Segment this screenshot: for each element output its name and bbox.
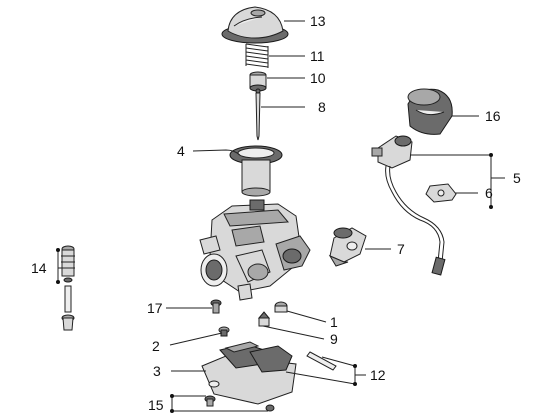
part-needle <box>255 88 261 141</box>
part-screws-15 <box>204 395 275 412</box>
part-screw-17 <box>210 299 222 314</box>
part-choke-valve <box>328 227 367 267</box>
part-small-jet <box>218 326 230 337</box>
part-float-pin <box>306 351 337 371</box>
callout-12: 12 <box>370 367 386 383</box>
part-starter-cable <box>371 135 446 276</box>
callout-14: 14 <box>31 260 47 276</box>
callout-2: 2 <box>152 338 160 354</box>
part-float-bowl <box>201 341 297 405</box>
callout-11: 11 <box>310 48 325 64</box>
callout-17: 17 <box>147 300 163 316</box>
callout-6: 6 <box>485 185 493 201</box>
callout-13: 13 <box>310 13 326 29</box>
callout-8: 8 <box>318 99 326 115</box>
callout-15: 15 <box>148 397 164 413</box>
part-pilot-jet <box>257 311 271 327</box>
callout-7: 7 <box>397 241 405 257</box>
callout-9: 9 <box>330 331 338 347</box>
part-diaphragm-slide <box>229 145 283 197</box>
leader-lines <box>57 20 505 412</box>
callout-5: 5 <box>513 170 521 186</box>
part-spring <box>245 43 269 68</box>
leader-dots <box>56 153 493 413</box>
callout-4: 4 <box>177 143 185 159</box>
callout-1: 1 <box>330 314 338 330</box>
part-top-cover <box>221 6 289 44</box>
part-rubber-boot <box>407 88 453 135</box>
callout-16: 16 <box>485 108 501 124</box>
part-plug <box>274 301 288 313</box>
part-carburetor-body <box>199 199 311 301</box>
part-needle-holder <box>249 71 267 92</box>
part-clip <box>425 183 457 203</box>
part-jet-assembly <box>61 245 75 331</box>
callout-3: 3 <box>153 363 161 379</box>
callout-10: 10 <box>310 70 326 86</box>
